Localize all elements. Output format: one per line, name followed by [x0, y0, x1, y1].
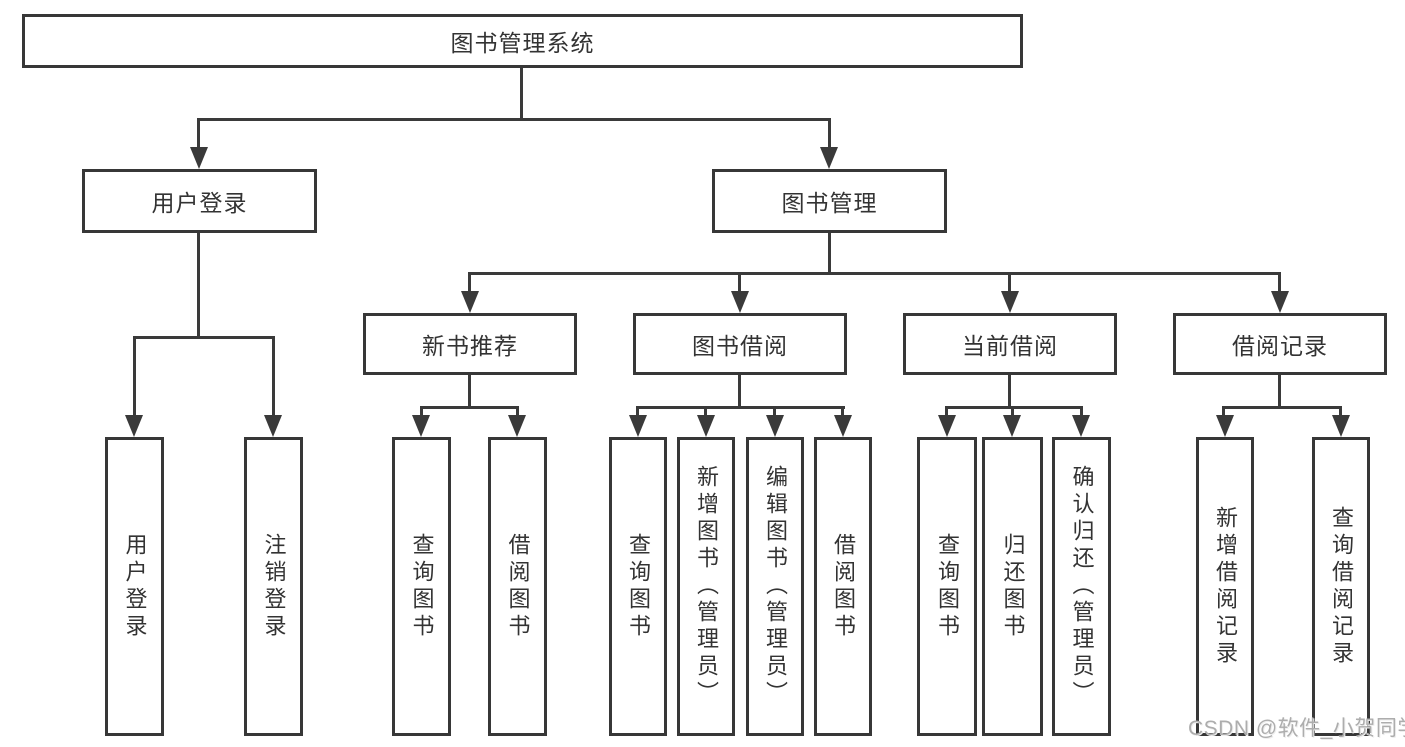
- connector-line: [1011, 406, 1014, 419]
- node-label: 查询借阅记录: [1329, 505, 1354, 668]
- connector-line: [420, 406, 423, 419]
- connector-line: [420, 406, 519, 409]
- connector-line: [636, 406, 639, 419]
- node-label: 图书管理系统: [450, 30, 595, 56]
- arrowhead-icon: [1072, 415, 1090, 437]
- arrowhead-icon: [125, 415, 143, 437]
- arrowhead-icon: [938, 415, 956, 437]
- leaf-add-borrow-record: 新增借阅记录: [1196, 437, 1254, 736]
- arrowhead-icon: [1271, 291, 1289, 313]
- connector-line: [841, 406, 844, 419]
- arrowhead-icon: [1001, 291, 1019, 313]
- connector-line: [636, 406, 845, 409]
- connector-line: [738, 272, 741, 294]
- connector-line: [828, 118, 831, 151]
- node-label: 新增借阅记录: [1213, 505, 1238, 668]
- leaf-query-books-current: 查询图书: [917, 437, 977, 736]
- connector-line: [520, 68, 523, 121]
- leaf-user-login: 用户登录: [105, 437, 164, 736]
- connector-line: [468, 375, 471, 409]
- leaf-return-books: 归还图书: [982, 437, 1043, 736]
- arrowhead-icon: [1003, 415, 1021, 437]
- connector-line: [1008, 272, 1011, 294]
- node-book-management: 图书管理: [712, 169, 947, 233]
- leaf-borrow-books-newbook: 借阅图书: [488, 437, 547, 736]
- arrowhead-icon: [1332, 415, 1350, 437]
- node-label: 确认归还（管理员）: [1069, 465, 1095, 708]
- node-new-book-recommend: 新书推荐: [363, 313, 577, 375]
- connector-line: [1008, 375, 1011, 409]
- arrowhead-icon: [508, 415, 526, 437]
- connector-line: [468, 272, 1281, 275]
- leaf-add-books-admin: 新增图书（管理员）: [677, 437, 735, 736]
- connector-line: [738, 375, 741, 409]
- connector-line: [468, 272, 471, 294]
- leaf-logout: 注销登录: [244, 437, 303, 736]
- node-book-borrowing: 图书借阅: [633, 313, 847, 375]
- arrowhead-icon: [190, 147, 208, 169]
- leaf-confirm-return-admin: 确认归还（管理员）: [1052, 437, 1111, 736]
- node-label: 新书推荐: [422, 333, 518, 359]
- arrowhead-icon: [820, 147, 838, 169]
- arrowhead-icon: [629, 415, 647, 437]
- csdn-watermark: CSDN @软件_小贺同学: [1188, 717, 1405, 740]
- connector-line: [516, 406, 519, 419]
- node-label: 借阅记录: [1232, 333, 1328, 359]
- connector-line: [197, 233, 200, 339]
- leaf-query-borrow-record: 查询借阅记录: [1312, 437, 1370, 736]
- node-label: 用户登录: [122, 532, 148, 641]
- leaf-query-books-newbook: 查询图书: [392, 437, 451, 736]
- leaf-borrow-books: 借阅图书: [814, 437, 872, 736]
- connector-line: [1278, 272, 1281, 294]
- arrowhead-icon: [264, 415, 282, 437]
- connector-line: [1339, 406, 1342, 419]
- node-label: 图书借阅: [692, 333, 788, 359]
- node-label: 新增图书（管理员）: [694, 465, 719, 708]
- connector-line: [1222, 406, 1225, 419]
- connector-line: [704, 406, 707, 419]
- leaf-query-books-borrow: 查询图书: [609, 437, 667, 736]
- connector-line: [1222, 406, 1342, 409]
- connector-line: [945, 406, 948, 419]
- arrowhead-icon: [766, 415, 784, 437]
- node-current-borrowing: 当前借阅: [903, 313, 1117, 375]
- connector-line: [773, 406, 776, 419]
- node-label: 编辑图书（管理员）: [763, 465, 788, 708]
- node-label: 查询图书: [935, 532, 960, 641]
- node-label: 用户登录: [151, 190, 248, 216]
- connector-line: [272, 336, 275, 419]
- node-label: 借阅图书: [505, 532, 531, 641]
- connector-line: [133, 336, 136, 419]
- arrowhead-icon: [412, 415, 430, 437]
- node-label: 归还图书: [1000, 532, 1026, 641]
- arrowhead-icon: [697, 415, 715, 437]
- connector-line: [828, 233, 831, 275]
- connector-line: [1278, 375, 1281, 409]
- node-user-login: 用户登录: [82, 169, 317, 233]
- arrowhead-icon: [1216, 415, 1234, 437]
- node-root-library-system: 图书管理系统: [22, 14, 1023, 68]
- connector-line: [945, 406, 1083, 409]
- node-label: 借阅图书: [831, 532, 856, 641]
- leaf-edit-books-admin: 编辑图书（管理员）: [746, 437, 804, 736]
- node-label: 图书管理: [781, 190, 878, 216]
- node-borrow-records: 借阅记录: [1173, 313, 1387, 375]
- node-label: 注销登录: [261, 532, 287, 641]
- arrowhead-icon: [461, 291, 479, 313]
- node-label: 查询图书: [626, 532, 651, 641]
- connector-line: [133, 336, 275, 339]
- node-label: 当前借阅: [962, 333, 1058, 359]
- connector-line: [1080, 406, 1083, 419]
- node-label: 查询图书: [409, 532, 435, 641]
- connector-line: [197, 118, 831, 121]
- arrowhead-icon: [834, 415, 852, 437]
- arrowhead-icon: [731, 291, 749, 313]
- connector-line: [197, 118, 200, 151]
